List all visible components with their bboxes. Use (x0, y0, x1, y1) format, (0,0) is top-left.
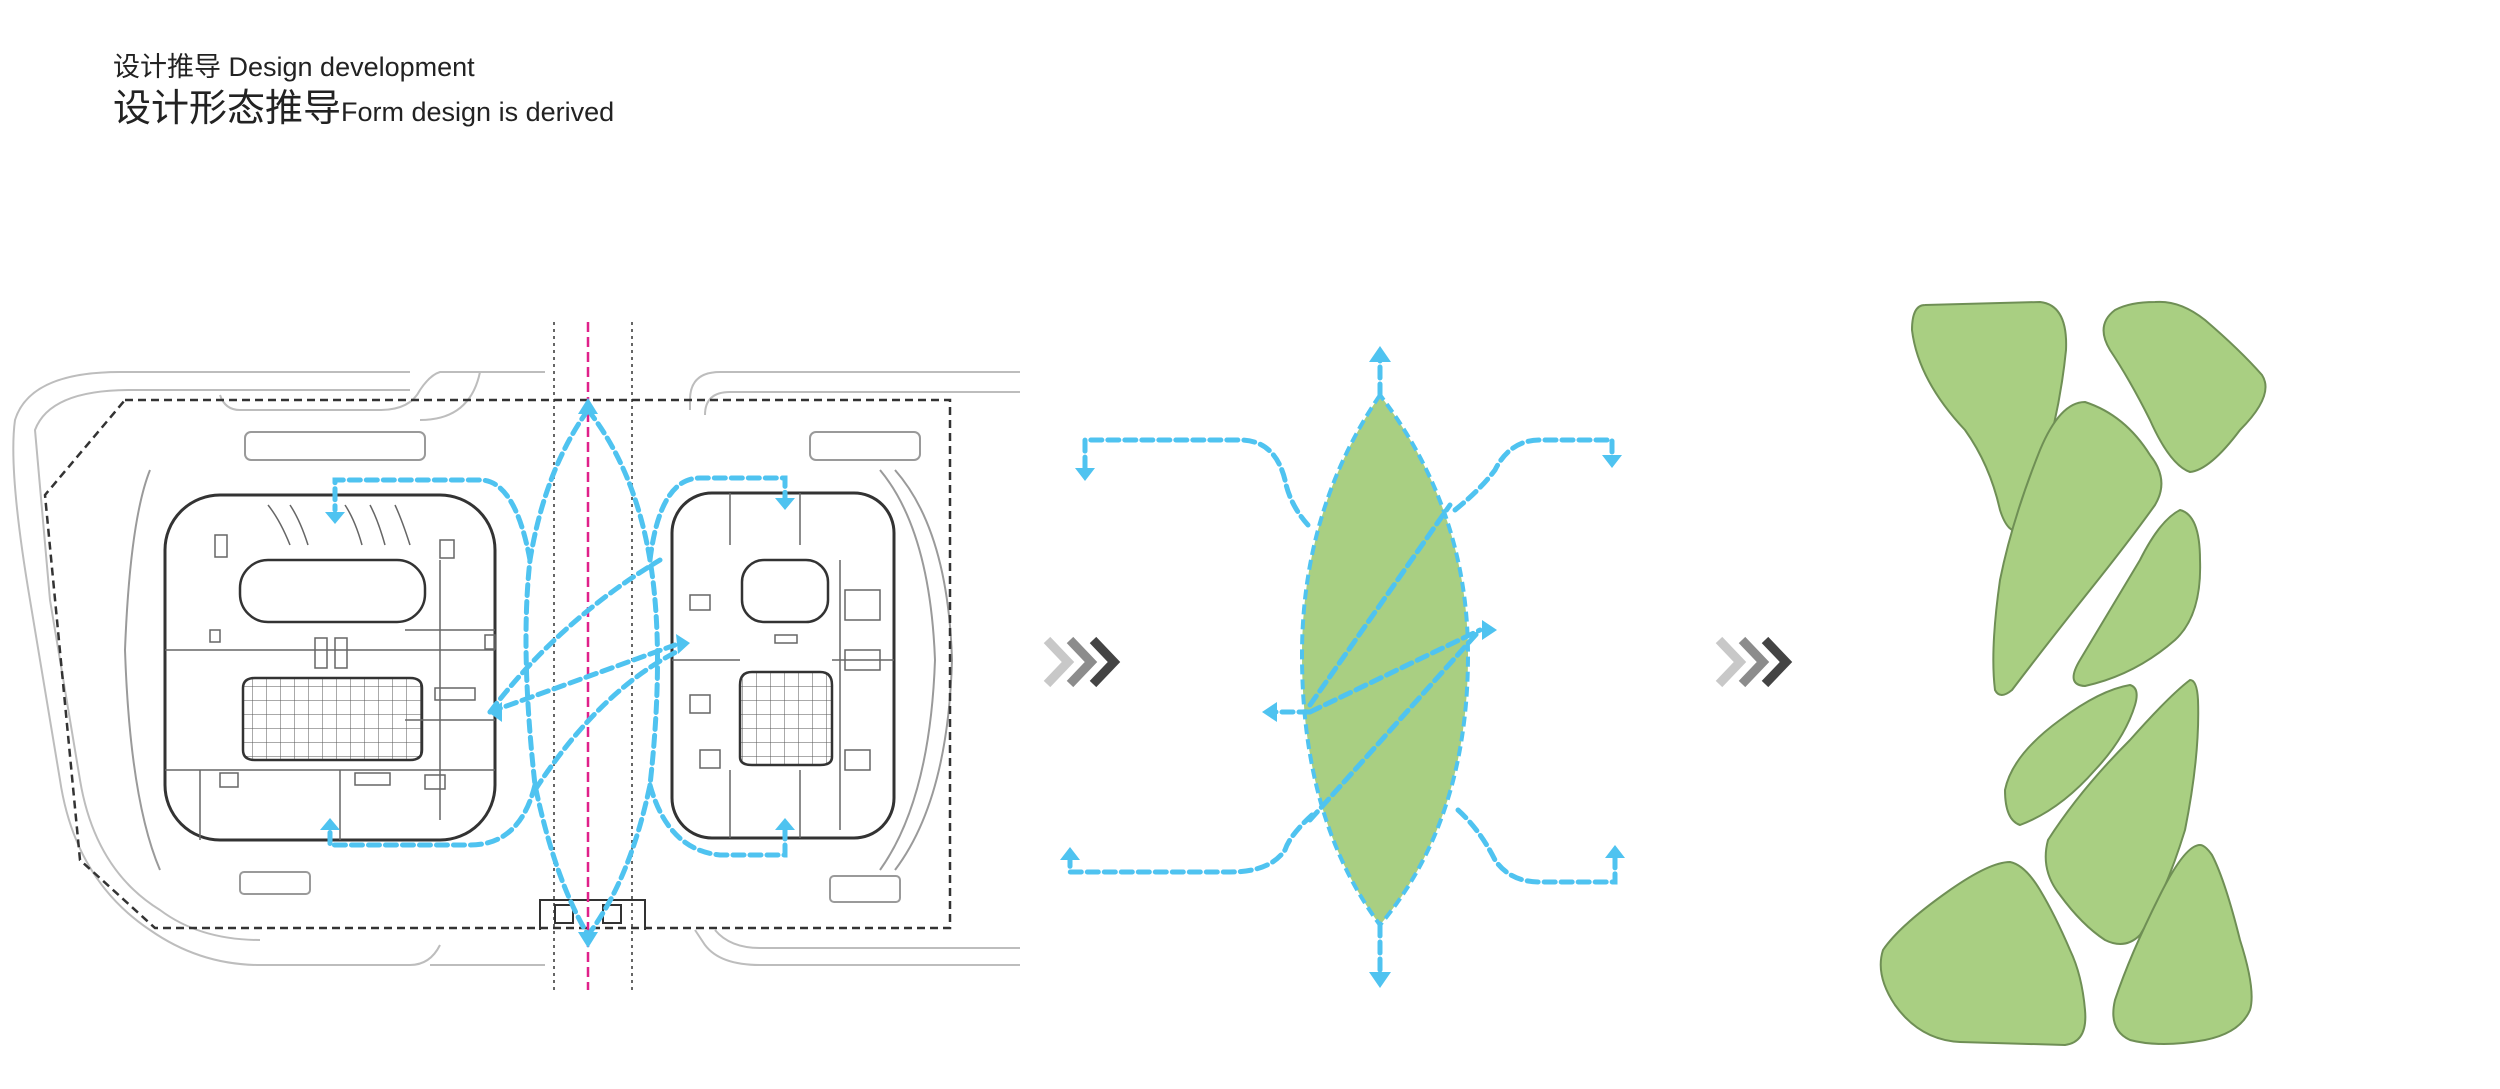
main-heading: 设计形态推导Form design is derived (113, 86, 614, 135)
chevron-triple-icon (1715, 636, 1793, 688)
road-lines (12, 371, 1020, 966)
leaf-patch (2044, 678, 2200, 945)
leaf-concept-panel (1060, 346, 1625, 988)
leaf-patch (1992, 400, 2163, 696)
main-heading-en: Form design is derived (341, 97, 615, 127)
leaf-flow-arrows (1067, 357, 1618, 978)
left-building (163, 493, 497, 842)
chevron-triple-icon (1043, 636, 1121, 688)
site-plan-panel (12, 322, 1020, 990)
leaf-patch (2102, 300, 2267, 474)
leaf-patch (1879, 860, 2087, 1047)
right-building (670, 491, 896, 840)
leaf-patch (2112, 843, 2253, 1045)
site-boundary (43, 398, 952, 930)
main-heading-cn: 设计形态推导 (113, 88, 342, 130)
leaf-shape (1299, 391, 1471, 929)
leaf-arrowheads (1060, 346, 1625, 988)
final-form-panel (1879, 300, 2267, 1047)
sub-heading: 设计推导 Design development (113, 52, 475, 82)
site-arrowheads (320, 398, 795, 948)
leaf-patch (2003, 683, 2138, 827)
header: 设计推导 Design development 设计形态推导Form desig… (113, 50, 614, 135)
site-flow-arrows (327, 407, 788, 938)
leaf-patch (2072, 508, 2202, 688)
kerb-lines (123, 431, 954, 903)
